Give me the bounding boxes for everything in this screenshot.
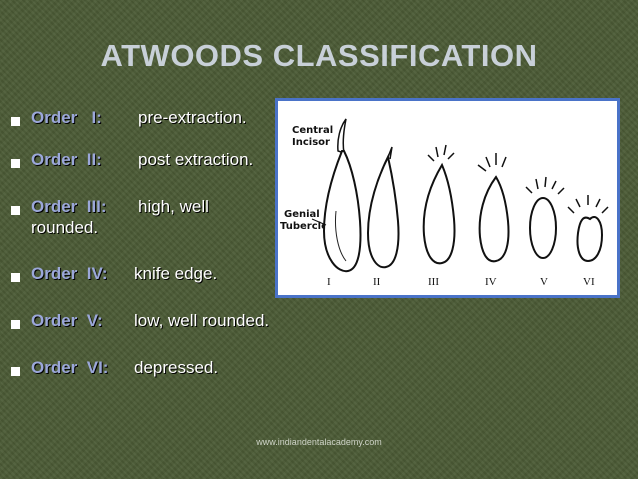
order-description: post extraction. — [138, 150, 254, 169]
order-description: low, well rounded. — [134, 311, 270, 330]
square-bullet-icon — [11, 206, 20, 215]
ridge-classification-figure: Central Incisor Genial Tubercle — [275, 98, 620, 298]
ridge-profile-order-5 — [525, 176, 565, 259]
square-bullet-icon — [11, 117, 20, 126]
square-bullet-icon — [11, 159, 20, 168]
stage-label-6: VI — [583, 276, 595, 288]
order-description-continued: rounded. — [31, 218, 99, 237]
ridge-profile-order-2 — [366, 146, 400, 269]
order-description: knife edge. — [134, 264, 218, 283]
order-description: high, well — [138, 197, 209, 216]
ridge-profile-order-4 — [477, 153, 510, 263]
label-incisor: Incisor — [292, 137, 330, 148]
square-bullet-icon — [11, 367, 20, 376]
order-description: pre-extraction. — [138, 108, 247, 127]
slide-title: ATWOODS CLASSIFICATION — [100, 38, 538, 73]
order-label: Order VI: — [31, 358, 109, 377]
ridge-profile-order-6 — [567, 195, 609, 263]
stage-label-3: III — [428, 276, 439, 288]
stage-label-1: I — [327, 276, 331, 288]
label-central: Central — [292, 125, 333, 136]
ridge-profile-order-1 — [311, 118, 362, 273]
ridge-profiles-drawing: Central Incisor Genial Tubercle — [280, 118, 609, 288]
stage-label-5: V — [540, 276, 548, 288]
ridge-profile-order-3 — [422, 144, 456, 265]
order-label: Order I: — [31, 108, 102, 127]
order-label: Order V: — [31, 311, 103, 330]
stage-label-4: IV — [485, 276, 497, 288]
stage-label-2: II — [373, 276, 381, 288]
square-bullet-icon — [11, 273, 20, 282]
footer-url: www.indiandentalacademy.com — [256, 437, 382, 447]
order-description: depressed. — [134, 358, 219, 377]
order-label: Order III: — [31, 197, 107, 216]
label-genial: Genial — [284, 209, 320, 220]
square-bullet-icon — [11, 320, 20, 329]
label-tubercle: Tubercle — [280, 221, 328, 232]
order-label: Order IV: — [31, 264, 108, 283]
order-label: Order II: — [31, 150, 102, 169]
